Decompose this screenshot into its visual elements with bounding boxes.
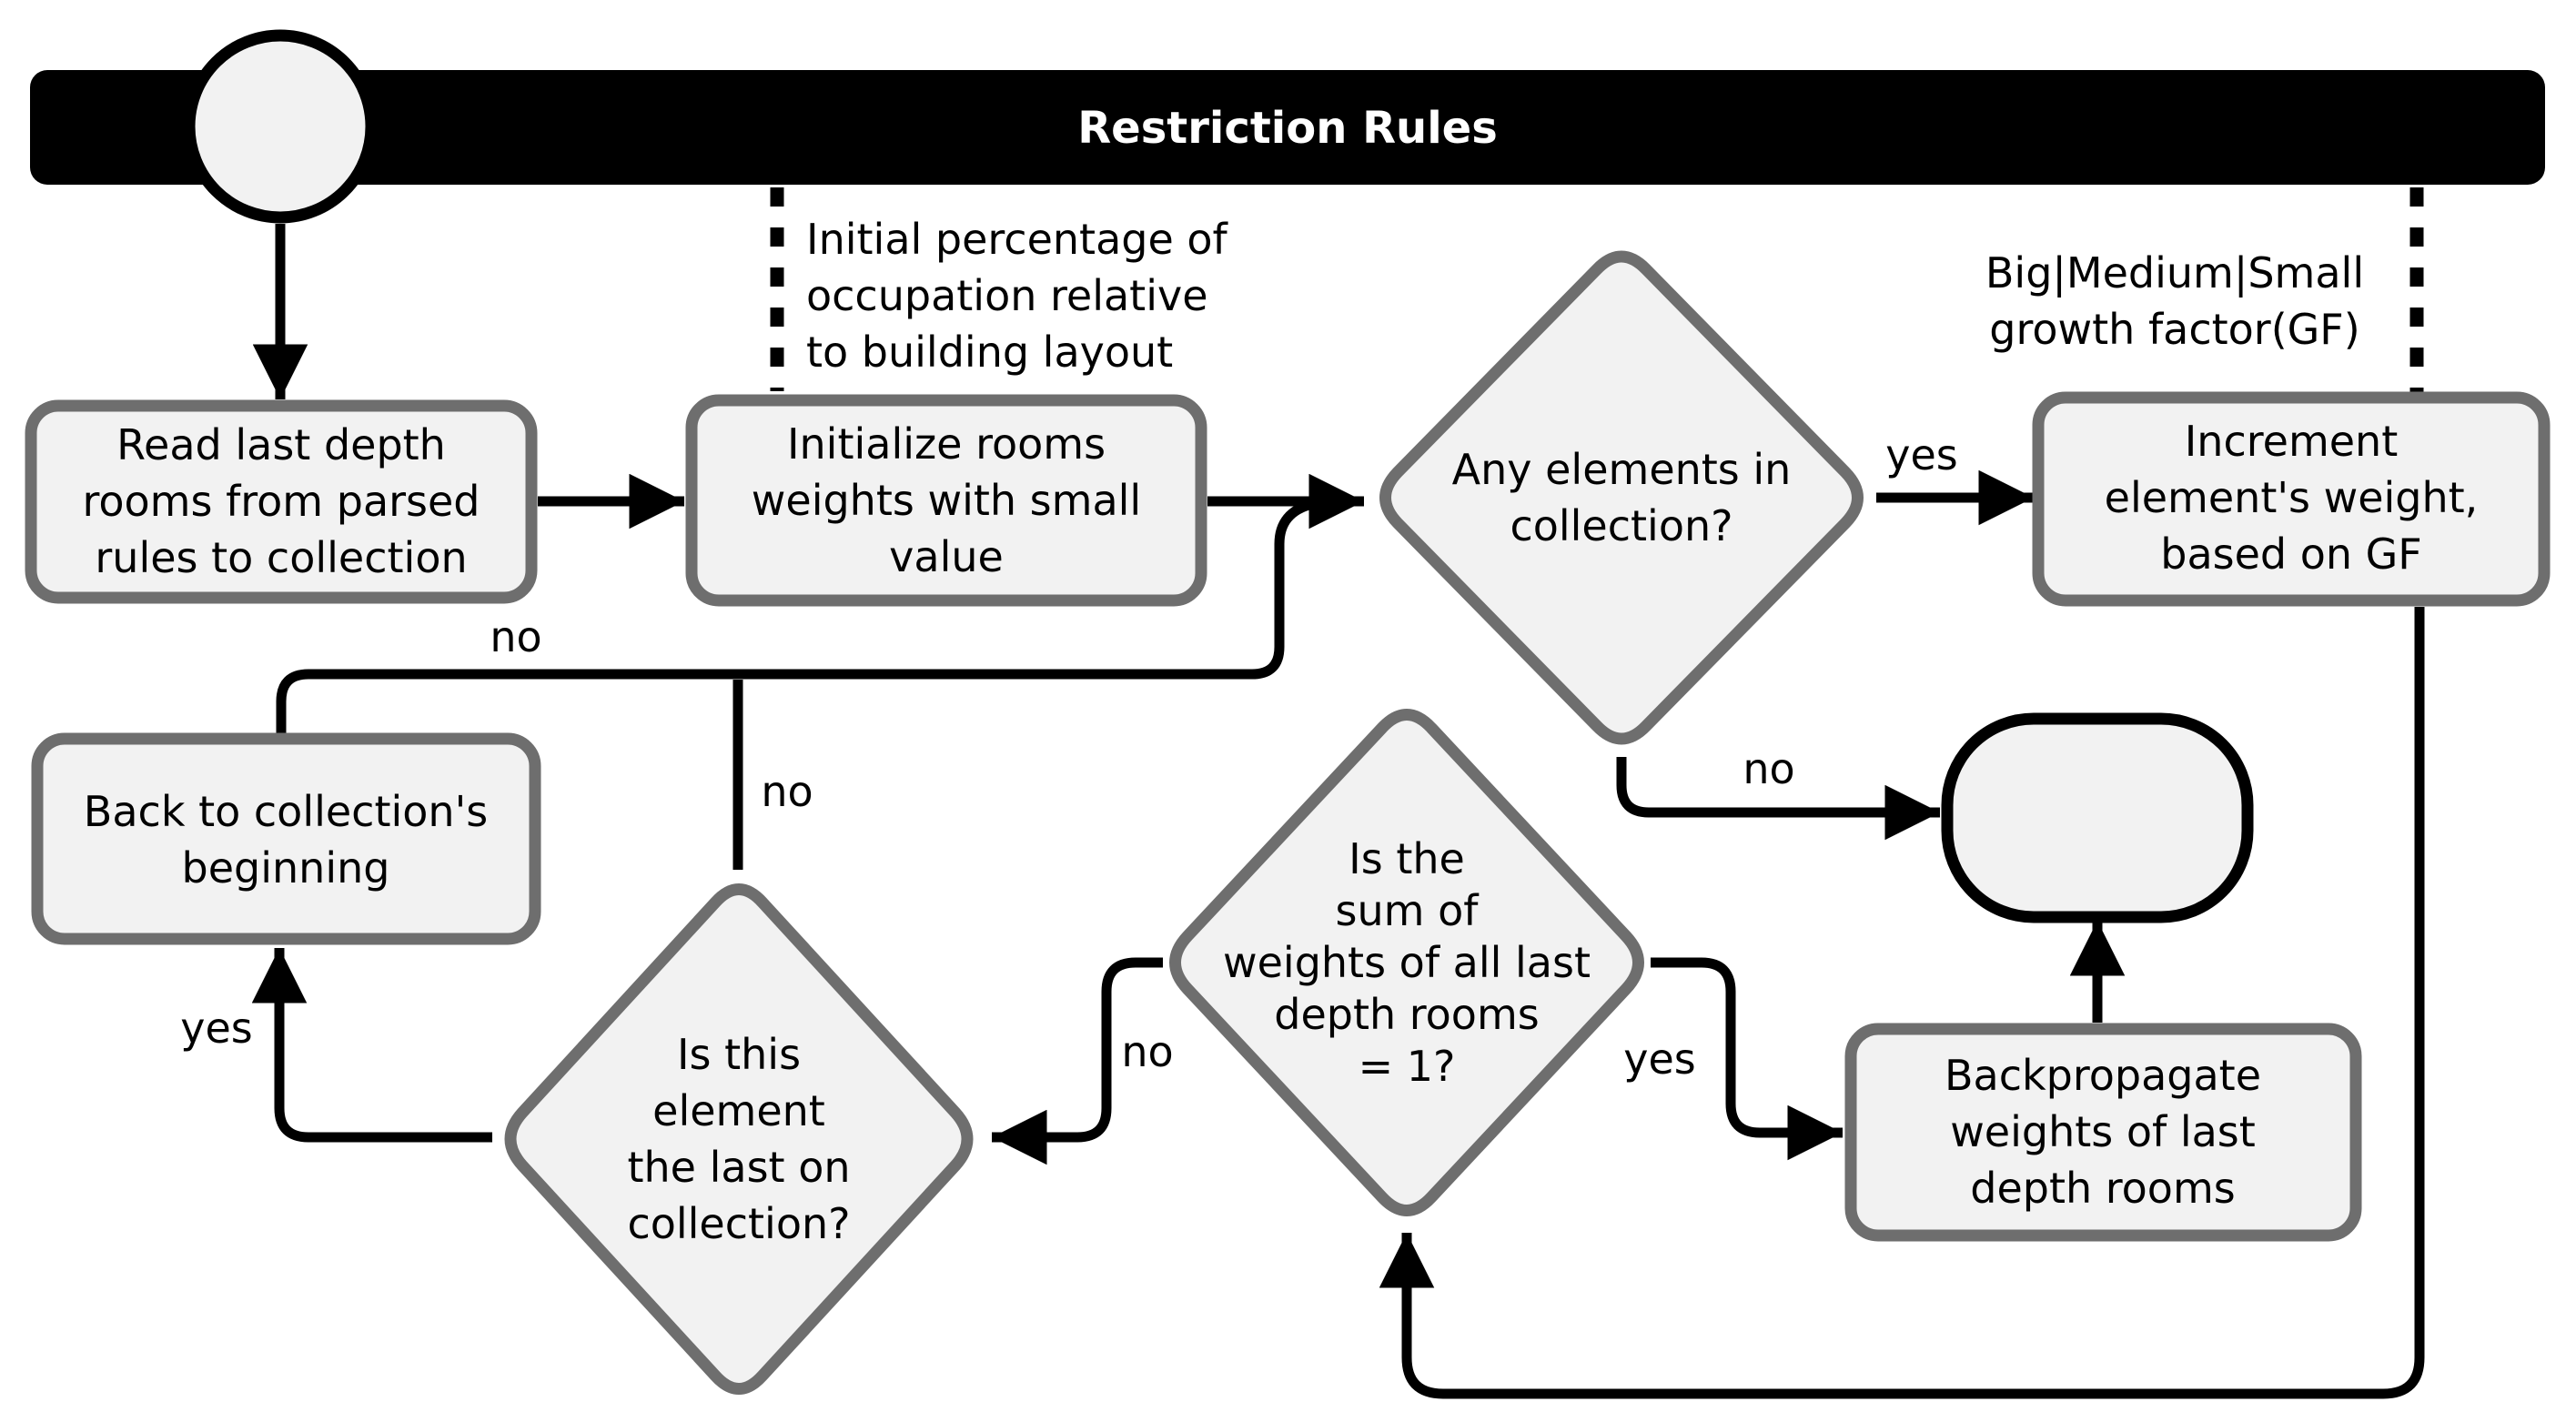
- node-label-line: rooms from parsed: [82, 477, 480, 526]
- process-init-weights: Initialize rooms weights with small valu…: [685, 394, 1207, 607]
- node-label-line: weights with small: [752, 476, 1141, 525]
- annotation-line: Initial percentage of: [806, 215, 1229, 264]
- edge-label-any-no: no: [1743, 744, 1794, 793]
- edge-increment-to-sum: [1379, 607, 2425, 1399]
- node-label-line: weights of all last: [1223, 938, 1591, 987]
- annotation-line: growth factor(GF): [1989, 305, 2359, 354]
- process-back-to-beginning-shape: [31, 732, 541, 945]
- diagram-title: Restriction Rules: [1077, 103, 1498, 154]
- node-label-line: collection?: [1510, 501, 1732, 550]
- title-banner: [30, 70, 2545, 185]
- edge-sum-yes-to-backpropagate: [1651, 957, 1843, 1161]
- process-back-to-beginning: Back to collection's beginning: [31, 732, 541, 945]
- process-increment-weight: Increment element's weight, based on GF: [2032, 391, 2551, 607]
- decision-sum-of-weights-shape: [1169, 709, 1644, 1216]
- decision-is-last-element: Is this element the last on collection?: [504, 883, 974, 1395]
- process-read-rooms: Read last depth rooms from parsed rules …: [25, 399, 538, 604]
- node-label-line: Is the: [1349, 834, 1465, 883]
- node-label-line: collection?: [627, 1199, 850, 1248]
- node-label-line: based on GF: [2160, 529, 2422, 579]
- node-label-line: beginning: [182, 843, 390, 893]
- node-label-line: Is this: [677, 1030, 801, 1079]
- decision-any-elements-shape: [1379, 250, 1864, 745]
- decision-sum-of-weights: Is the sum of weights of all last depth …: [1169, 709, 1644, 1216]
- start-node: [183, 29, 378, 224]
- node-label-line: Backpropagate: [1945, 1051, 2261, 1100]
- node-label-line: Read last depth: [116, 420, 446, 469]
- node-label-line: depth rooms: [1274, 990, 1539, 1039]
- edge-label-is-last-yes: yes: [180, 1003, 253, 1053]
- edge-any-elements-no-to-end: [1616, 757, 1940, 841]
- node-label-line: Increment: [2185, 417, 2399, 466]
- edge-label-any-yes: yes: [1885, 430, 1958, 479]
- edge-label-sum-no: no: [1121, 1027, 1173, 1076]
- process-increment-weight-shape: [2032, 391, 2551, 607]
- node-label-line: weights of last: [1950, 1107, 2256, 1156]
- process-init-weights-shape: [685, 394, 1207, 607]
- node-label-line: depth rooms: [1970, 1164, 2235, 1213]
- end-node: [1941, 712, 2254, 923]
- node-label-line: element: [652, 1086, 825, 1135]
- node-label-line: Initialize rooms: [787, 419, 1106, 469]
- edge-label-is-last-no: no: [761, 767, 813, 816]
- node-label-line: value: [889, 532, 1004, 581]
- node-label-line: element's weight,: [2105, 473, 2479, 522]
- edge-label-sum-yes: yes: [1623, 1034, 1696, 1084]
- node-label-line: Back to collection's: [84, 787, 488, 836]
- annotation-line: Big|Medium|Small: [1985, 248, 2364, 298]
- annotation-initial-percentage: Initial percentage of occupation relativ…: [806, 215, 1229, 377]
- decision-is-last-element-shape: [504, 883, 974, 1395]
- node-label-line: sum of: [1336, 886, 1480, 935]
- process-backpropagate-shape: [1844, 1023, 2362, 1242]
- process-read-rooms-shape: [25, 399, 538, 604]
- annotation-line: occupation relative: [806, 271, 1208, 320]
- process-backpropagate: Backpropagate weights of last depth room…: [1844, 1023, 2362, 1242]
- node-label-line: the last on: [627, 1143, 850, 1192]
- edge-is-last-yes-to-back: [251, 948, 492, 1143]
- node-label-line: = 1?: [1359, 1042, 1456, 1091]
- edge-label-loop-no: no: [490, 612, 541, 661]
- edge-back-to-beginning-loop: [276, 499, 1314, 733]
- node-label-line: Any elements in: [1452, 445, 1792, 494]
- node-label-line: rules to collection: [95, 533, 467, 582]
- annotation-line: to building layout: [806, 328, 1173, 377]
- decision-any-elements: Any elements in collection?: [1379, 250, 1864, 745]
- annotation-growth-factor: Big|Medium|Small growth factor(GF): [1985, 248, 2364, 354]
- edge-sum-no-to-is-last: [992, 957, 1163, 1165]
